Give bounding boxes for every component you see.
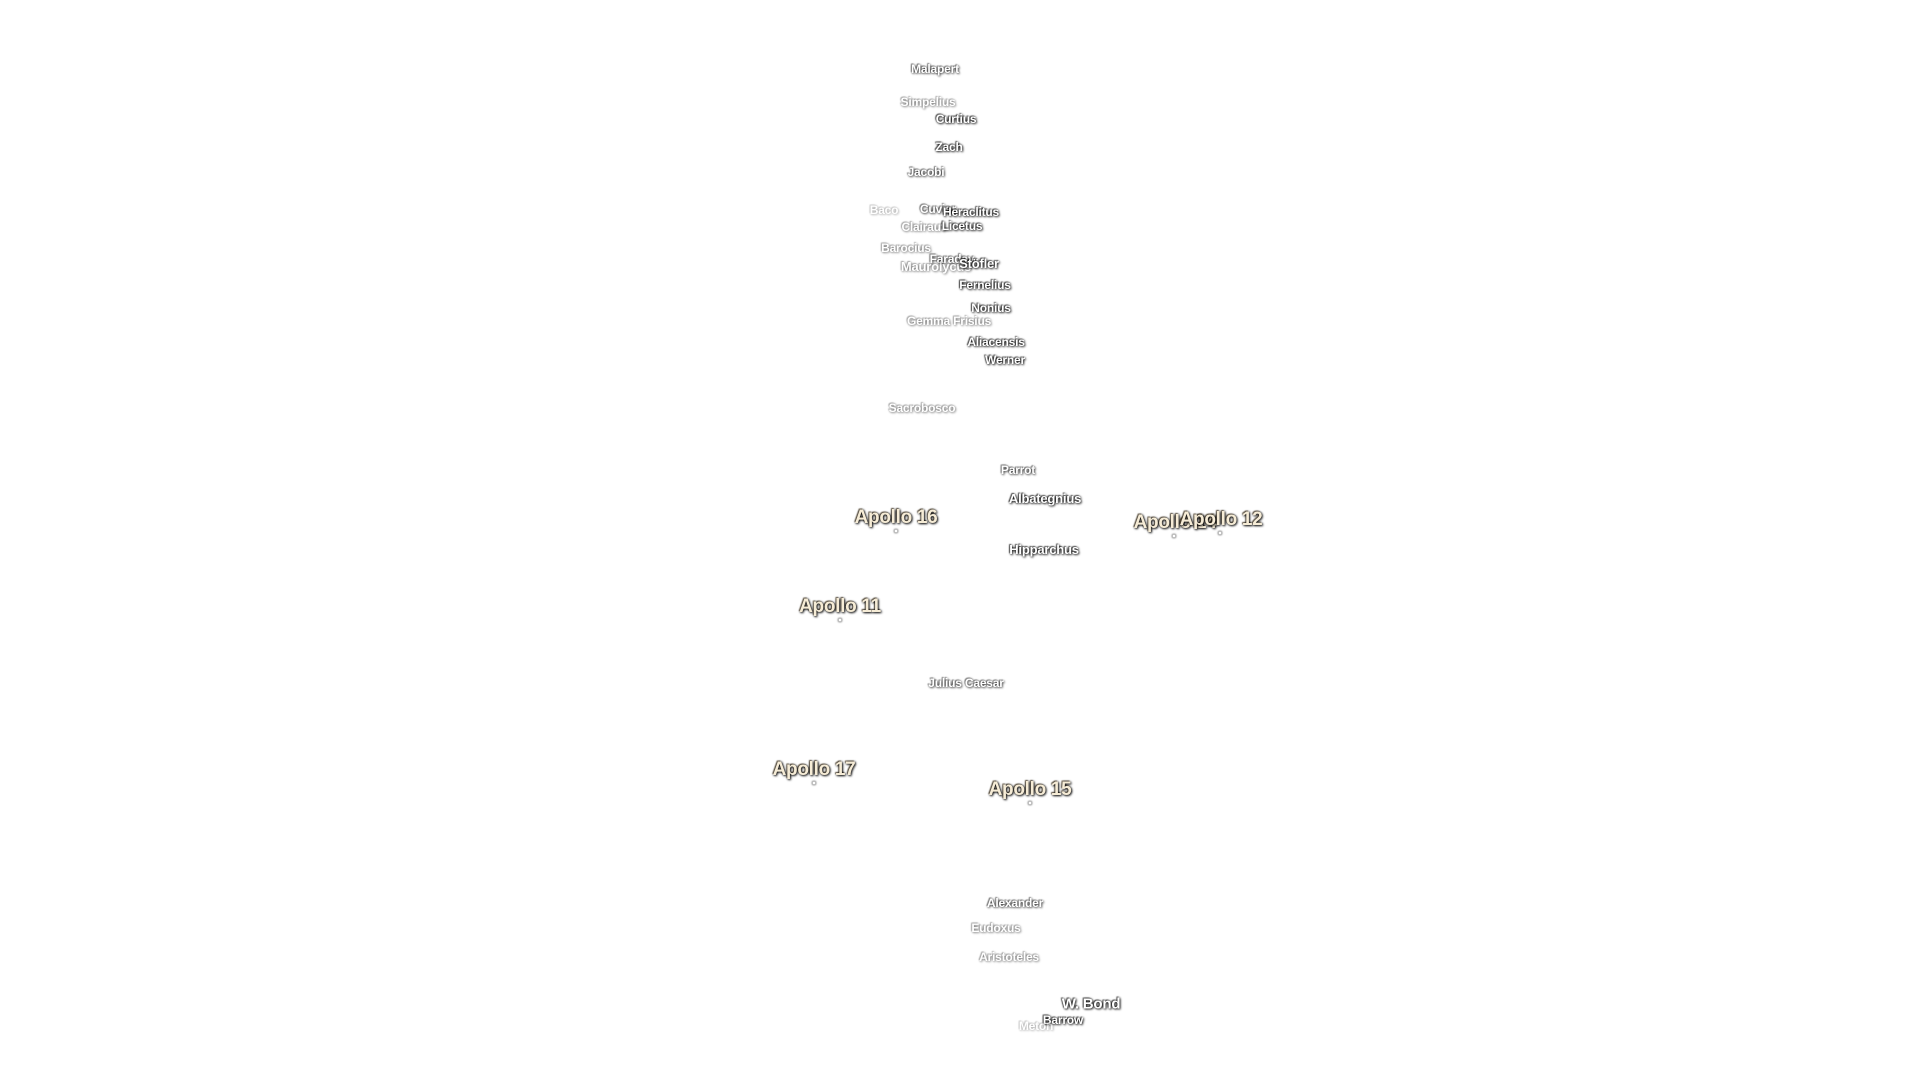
crater-label-werner: Werner xyxy=(985,353,1025,367)
crater-label-jacobi: Jacobi xyxy=(907,165,945,179)
crater-label-aristoteles: Aristoteles xyxy=(979,950,1039,964)
landing-site-marker-apollo-17[interactable] xyxy=(812,781,816,785)
crater-label-faraday: Faraday xyxy=(929,252,975,266)
crater-label-malapert: Malapert xyxy=(911,62,959,76)
crater-label-barrow: Barrow xyxy=(1042,1013,1084,1027)
crater-label-curtius: Curtius xyxy=(935,112,977,126)
landing-site-marker-apollo-12[interactable] xyxy=(1218,531,1222,535)
crater-label-fernelius: Fernelius xyxy=(959,278,1011,292)
crater-label-eudoxus: Eudoxus xyxy=(971,921,1021,935)
crater-label-meton: Meton xyxy=(1018,1019,1054,1033)
landing-site-label-apollo-17[interactable]: Apollo 17 xyxy=(772,759,856,780)
crater-label-aliacensis: Aliacensis xyxy=(967,335,1025,349)
landing-site-label-apollo-11[interactable]: Apollo 11 xyxy=(799,596,881,617)
crater-label-stoffler: Stöfler xyxy=(959,256,999,271)
crater-label-alexander: Alexander xyxy=(986,896,1044,910)
crater-label-w-bond: W. Bond xyxy=(1061,995,1121,1013)
landing-site-marker-apollo-11[interactable] xyxy=(838,618,842,622)
crater-label-parrot: Parrot xyxy=(1000,463,1036,477)
crater-label-gemma-frisius: Gemma Frisius xyxy=(906,314,992,328)
crater-label-maurolycus: Maurolycus xyxy=(900,259,972,274)
crater-label-clairaut: Clairaut xyxy=(901,220,945,234)
crater-label-licetus: Licetus xyxy=(941,219,983,233)
crater-label-heraclitus: Heraclitus xyxy=(942,205,1000,219)
landing-site-label-apollo-14[interactable]: Apollo 14 xyxy=(1133,512,1217,533)
crater-label-baco: Baco xyxy=(869,203,899,217)
crater-label-cuvier: Cuvier xyxy=(919,202,957,216)
landing-site-label-apollo-15[interactable]: Apollo 15 xyxy=(988,779,1072,800)
crater-label-zach: Zach xyxy=(935,140,963,154)
landing-site-label-apollo-12[interactable]: Apollo 12 xyxy=(1179,509,1263,530)
crater-label-julius-caesar: Julius Caesar xyxy=(928,676,1004,690)
crater-label-barocius: Barocius xyxy=(881,241,931,255)
landing-site-marker-apollo-16[interactable] xyxy=(894,529,898,533)
crater-label-sacrobosco: Sacrobosco xyxy=(888,401,956,415)
crater-label-nonius: Nonius xyxy=(971,301,1011,315)
landing-site-label-apollo-16[interactable]: Apollo 16 xyxy=(854,507,938,528)
crater-label-simpelius: Simpelius xyxy=(900,95,956,109)
crater-label-albategnius: Albategnius xyxy=(1008,491,1082,506)
crater-label-hipparchus: Hipparchus xyxy=(1009,542,1079,557)
landing-site-marker-apollo-14[interactable] xyxy=(1172,534,1176,538)
landing-site-marker-apollo-15[interactable] xyxy=(1028,801,1032,805)
